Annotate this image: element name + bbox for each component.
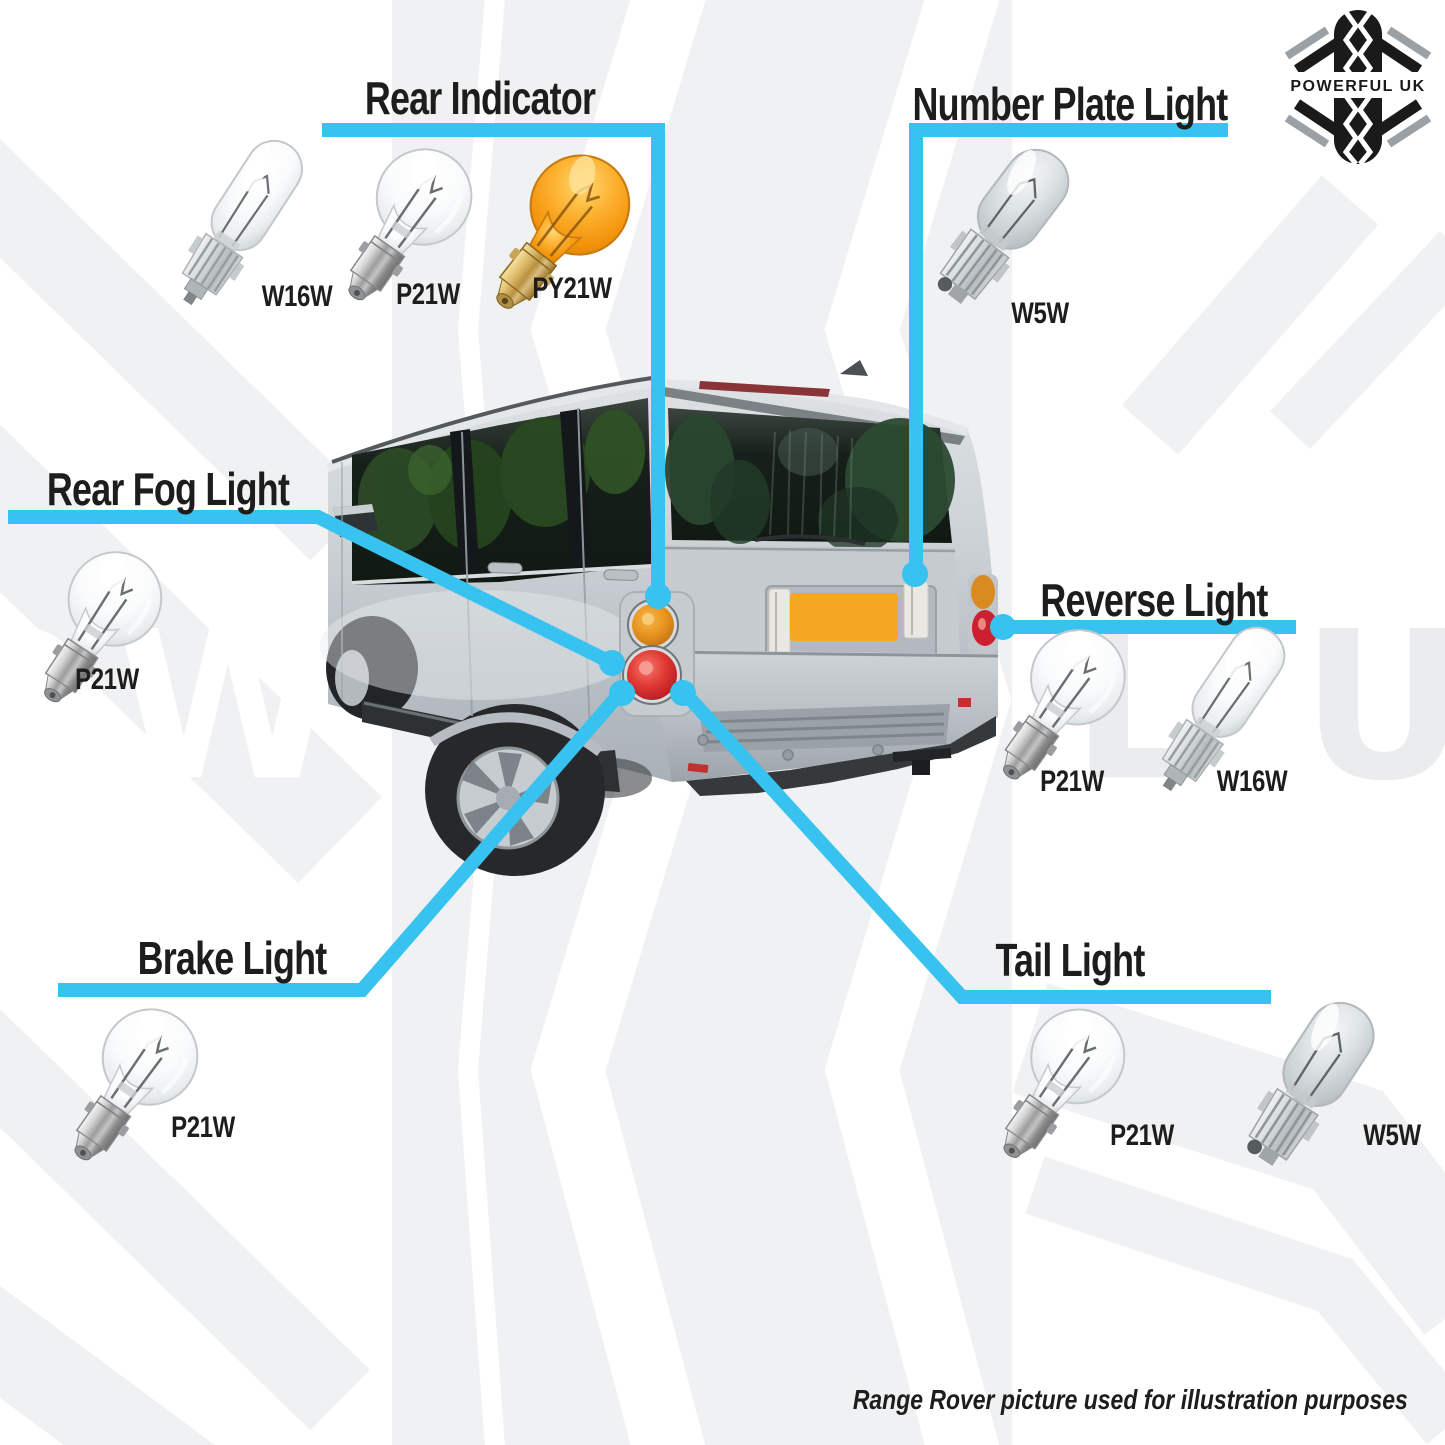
bulb-type-label: W5W — [1011, 297, 1069, 330]
logo-text: POWERFUL UK — [1290, 78, 1425, 95]
connector-dot-rear-fog — [599, 650, 625, 676]
bulb-type-label: P21W — [171, 1111, 235, 1144]
section-label-brake: Brake Light — [137, 932, 328, 984]
bulb-type-label: P21W — [1110, 1119, 1174, 1152]
connector-dot-rear-indicator — [645, 583, 671, 609]
section-label-reverse: Reverse Light — [1040, 574, 1268, 626]
connector-number-plate — [909, 123, 1228, 575]
powerful-uk-logo: POWERFUL UK — [1281, 10, 1435, 166]
bulb-type-label: W16W — [1216, 765, 1288, 798]
bulb-type-label: P21W — [75, 663, 139, 696]
bulb-type-label: W16W — [261, 280, 333, 313]
connector-rear-indicator — [322, 123, 665, 596]
section-label-number-plate: Number Plate Light — [912, 78, 1229, 130]
connector-dot-brake — [609, 680, 635, 706]
footnote-text: Range Rover picture used for illustratio… — [853, 1384, 1408, 1415]
masked-number-plate — [790, 593, 898, 641]
connector-dot-tail — [670, 680, 696, 706]
bulb-type-label: W5W — [1363, 1119, 1421, 1152]
connector-dot-reverse — [990, 614, 1016, 640]
connector-brake — [58, 686, 628, 997]
bulb-type-label: PY21W — [532, 272, 612, 305]
connector-rear-fog — [8, 510, 616, 670]
watermark-letter-u: U — [1300, 588, 1445, 827]
connector-tail — [677, 686, 1271, 1004]
bulb-type-label: P21W — [1040, 765, 1104, 798]
section-label-rear-indicator: Rear Indicator — [364, 72, 596, 124]
connector-dot-number-plate — [902, 561, 928, 587]
bulb-type-label: P21W — [396, 278, 460, 311]
section-label-rear-fog: Rear Fog Light — [46, 463, 290, 515]
watermark-letter-w: W — [114, 588, 342, 827]
section-label-tail: Tail Light — [995, 934, 1146, 986]
